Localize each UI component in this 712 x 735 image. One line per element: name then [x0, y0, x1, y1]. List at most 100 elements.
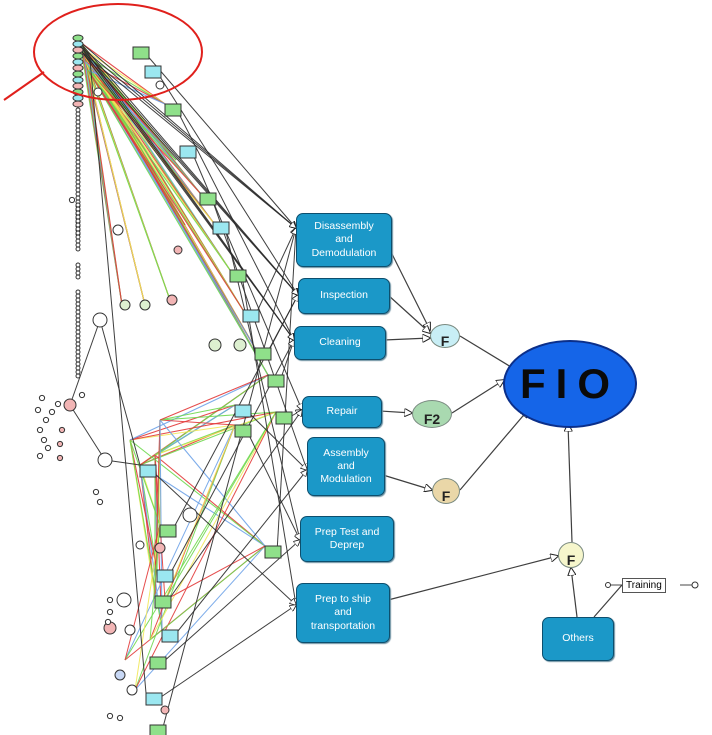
process-assembly[interactable]: Assembly and Modulation: [307, 437, 385, 496]
leaf-node[interactable]: [78, 391, 86, 399]
leaf-node[interactable]: [116, 714, 124, 722]
junction-node[interactable]: [119, 299, 131, 311]
leaf-node[interactable]: [36, 426, 44, 434]
process-prep-ship[interactable]: Prep to ship and transportation: [296, 583, 390, 643]
leaf-node[interactable]: [75, 147, 81, 153]
leaf-node[interactable]: [34, 406, 42, 414]
leaf-node[interactable]: [75, 187, 81, 193]
process-repair[interactable]: Repair: [302, 396, 382, 428]
leaf-node[interactable]: [75, 297, 81, 303]
leaf-node[interactable]: [75, 317, 81, 323]
leaf-node[interactable]: [75, 107, 81, 113]
intermediate-node[interactable]: [145, 692, 163, 706]
junction-node[interactable]: [114, 669, 126, 681]
intermediate-node[interactable]: [154, 595, 172, 609]
leaf-node[interactable]: [75, 361, 81, 367]
junction-node[interactable]: [166, 294, 178, 306]
intermediate-node[interactable]: [212, 221, 230, 235]
factor-node-f1[interactable]: F: [430, 324, 460, 348]
leaf-node[interactable]: [75, 214, 81, 220]
junction-node[interactable]: [233, 338, 247, 352]
intermediate-node[interactable]: [229, 269, 247, 283]
leaf-node[interactable]: [75, 167, 81, 173]
training-connector[interactable]: [605, 582, 611, 588]
junction-node[interactable]: [93, 87, 103, 97]
leaf-node[interactable]: [104, 618, 112, 626]
factor-node-f4[interactable]: F: [558, 542, 584, 568]
intermediate-node[interactable]: [242, 309, 260, 323]
process-disassembly[interactable]: Disassembly and Demodulation: [296, 213, 392, 267]
leaf-node[interactable]: [72, 58, 84, 66]
leaf-node[interactable]: [75, 345, 81, 351]
leaf-node[interactable]: [75, 333, 81, 339]
leaf-node[interactable]: [75, 210, 81, 216]
leaf-node[interactable]: [75, 246, 81, 252]
leaf-node[interactable]: [75, 143, 81, 149]
process-cleaning[interactable]: Cleaning: [294, 326, 386, 360]
leaf-node[interactable]: [75, 329, 81, 335]
leaf-node[interactable]: [75, 289, 81, 295]
junction-node[interactable]: [139, 299, 151, 311]
leaf-node[interactable]: [68, 196, 76, 204]
leaf-node[interactable]: [48, 408, 56, 416]
factor-node-f3[interactable]: F: [432, 478, 460, 504]
leaf-node[interactable]: [75, 202, 81, 208]
leaf-node[interactable]: [75, 274, 81, 280]
leaf-node[interactable]: [75, 123, 81, 129]
junction-node[interactable]: [173, 245, 183, 255]
leaf-node[interactable]: [75, 191, 81, 197]
leaf-node[interactable]: [75, 222, 81, 228]
intermediate-node[interactable]: [234, 424, 252, 438]
intermediate-node[interactable]: [179, 145, 197, 159]
intermediate-node[interactable]: [132, 46, 150, 60]
leaf-node[interactable]: [72, 52, 84, 60]
leaf-node[interactable]: [75, 313, 81, 319]
intermediate-node[interactable]: [164, 103, 182, 117]
junction-node[interactable]: [116, 592, 132, 608]
junction-node[interactable]: [92, 312, 108, 328]
leaf-node[interactable]: [75, 195, 81, 201]
intermediate-node[interactable]: [149, 724, 167, 735]
leaf-node[interactable]: [75, 183, 81, 189]
leaf-node[interactable]: [106, 596, 114, 604]
intermediate-node[interactable]: [267, 374, 285, 388]
leaf-node[interactable]: [75, 365, 81, 371]
training-connector[interactable]: [691, 581, 699, 589]
leaf-node[interactable]: [75, 353, 81, 359]
junction-node[interactable]: [126, 684, 138, 696]
leaf-node[interactable]: [42, 416, 50, 424]
intermediate-node[interactable]: [264, 545, 282, 559]
junction-node[interactable]: [97, 452, 113, 468]
leaf-node[interactable]: [92, 488, 100, 496]
process-inspection[interactable]: Inspection: [298, 278, 390, 314]
intermediate-node[interactable]: [144, 65, 162, 79]
leaf-node[interactable]: [72, 46, 84, 54]
intermediate-node[interactable]: [156, 569, 174, 583]
junction-node[interactable]: [135, 540, 145, 550]
leaf-node[interactable]: [96, 498, 104, 506]
leaf-node[interactable]: [75, 270, 81, 276]
intermediate-node[interactable]: [254, 347, 272, 361]
leaf-node[interactable]: [75, 349, 81, 355]
junction-node[interactable]: [63, 398, 77, 412]
intermediate-node[interactable]: [199, 192, 217, 206]
process-others[interactable]: Others: [542, 617, 614, 661]
factor-node-f2[interactable]: F2: [412, 400, 452, 428]
leaf-node[interactable]: [75, 242, 81, 248]
leaf-node[interactable]: [58, 426, 66, 434]
leaf-node[interactable]: [75, 135, 81, 141]
leaf-node[interactable]: [75, 127, 81, 133]
intermediate-node[interactable]: [149, 656, 167, 670]
intermediate-node[interactable]: [139, 464, 157, 478]
junction-node[interactable]: [124, 624, 136, 636]
junction-node[interactable]: [154, 542, 166, 554]
leaf-node[interactable]: [38, 394, 46, 402]
leaf-node[interactable]: [75, 325, 81, 331]
junction-node[interactable]: [160, 705, 170, 715]
leaf-node[interactable]: [75, 369, 81, 375]
intermediate-node[interactable]: [234, 404, 252, 418]
junction-node[interactable]: [155, 80, 165, 90]
junction-node[interactable]: [112, 224, 124, 236]
leaf-node[interactable]: [75, 309, 81, 315]
leaf-node[interactable]: [75, 357, 81, 363]
